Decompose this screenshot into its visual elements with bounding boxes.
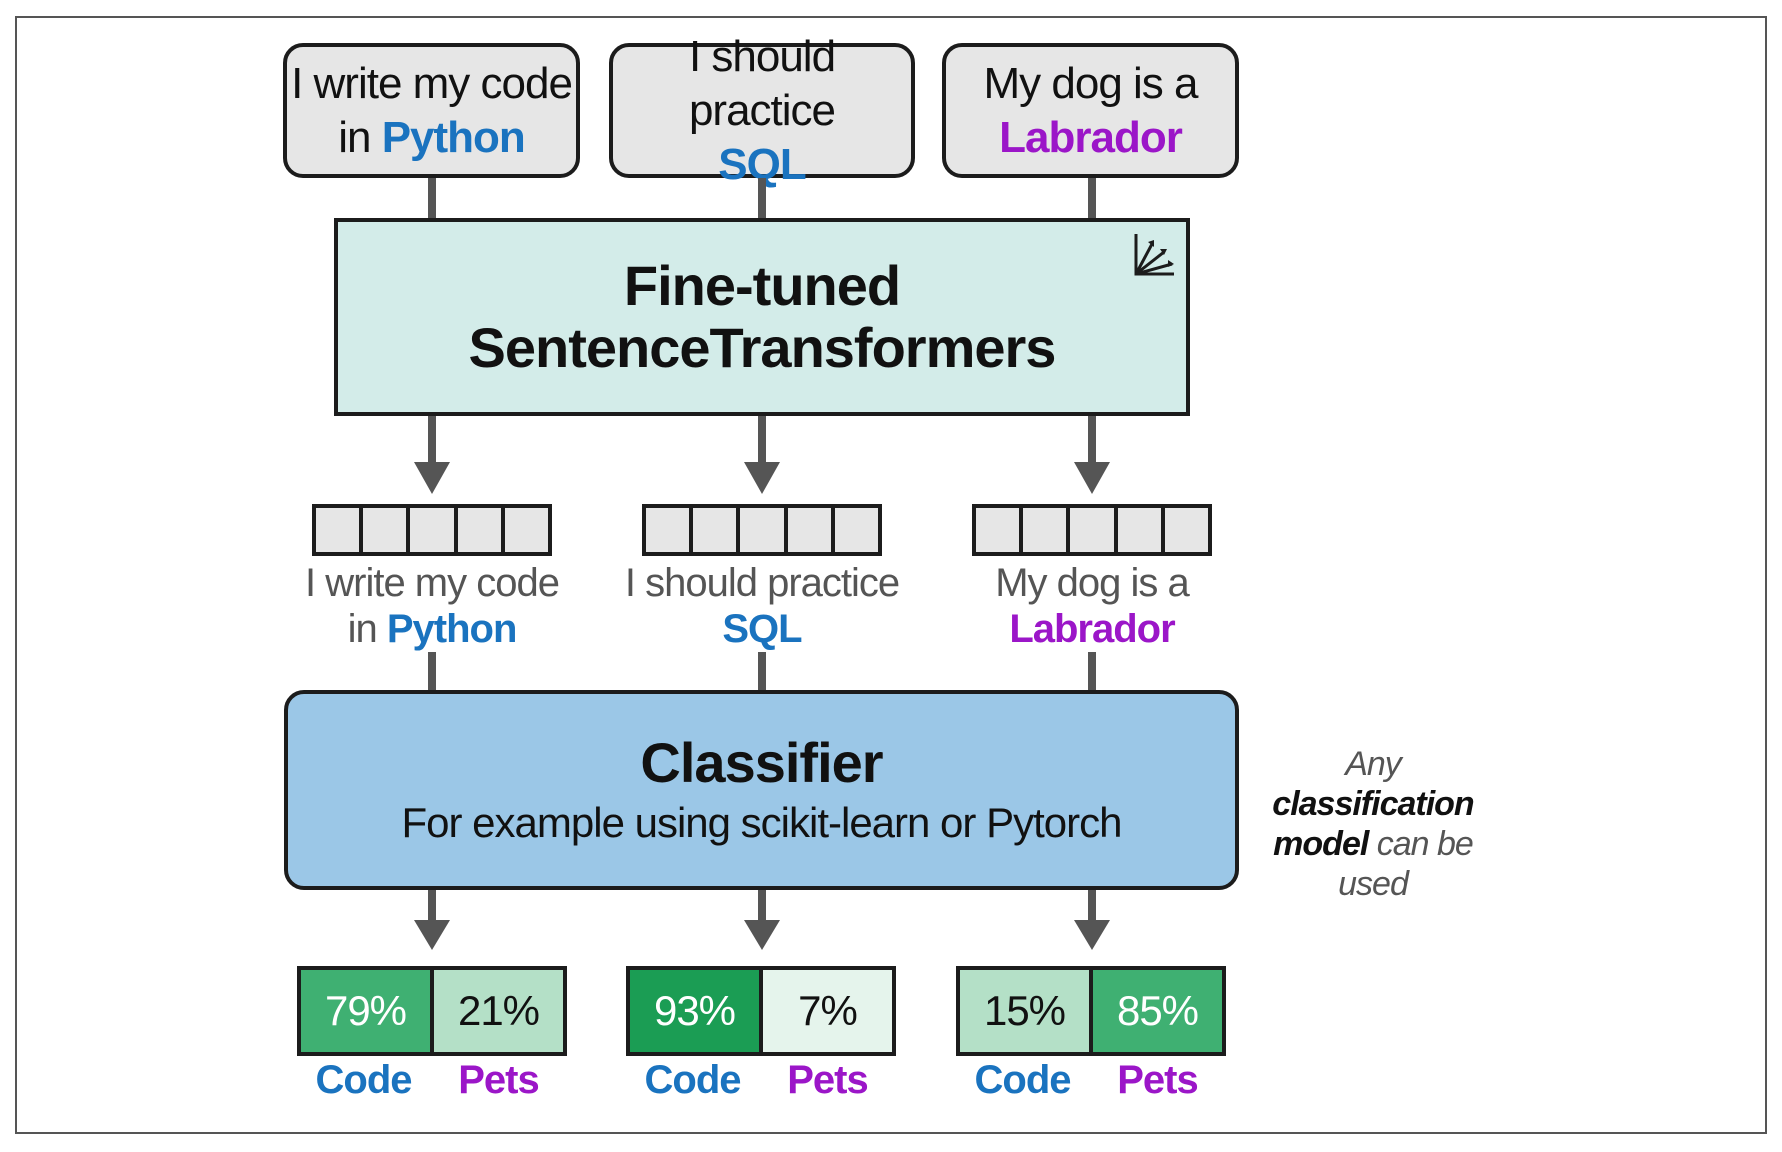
class-label-pets: Pets [1117, 1058, 1199, 1102]
side-note-bold: model [1273, 825, 1369, 863]
embedding-cell [458, 508, 505, 552]
input-line1: My dog is a [983, 58, 1199, 108]
class-label-code: Code [974, 1058, 1072, 1102]
embedding-cell [693, 508, 741, 552]
side-note-bold: classification [1272, 785, 1474, 823]
embedding-label-line1: I write my code [305, 561, 560, 605]
input-box-labrador: My dog is a Labrador [942, 43, 1239, 178]
embedding-cell [835, 508, 878, 552]
arrow-down-icon [414, 416, 450, 494]
class-label-code: Code [644, 1058, 742, 1102]
classifier-box: Classifier For example using scikit-lear… [284, 690, 1239, 890]
embedding-label-labrador: My dog is a Labrador [942, 560, 1242, 652]
keyword-python: Python [381, 112, 526, 162]
output-probabilities-python: 79% 21% [297, 966, 567, 1056]
side-note: Any classification model can be used [1272, 745, 1474, 903]
input-box-sql: I should practice SQL [609, 32, 915, 189]
pets-probability: 7% [763, 970, 892, 1052]
embedding-label-line1: My dog is a [995, 561, 1190, 605]
input-line1: I should practice [688, 31, 836, 135]
model-title-line1: Fine-tuned [623, 254, 901, 317]
arrow-down-icon [744, 416, 780, 494]
embedding-cell [1023, 508, 1071, 552]
class-label-pets: Pets [787, 1058, 869, 1102]
connector-line [758, 178, 766, 218]
embedding-label-line1: I should practice [624, 561, 900, 605]
input-line2: in Python [338, 112, 526, 162]
arrow-down-icon [744, 890, 780, 950]
arrow-down-icon [1074, 890, 1110, 950]
embedding-label-line2: in Python [347, 607, 518, 651]
connector-line [758, 652, 766, 690]
connector-line [1088, 178, 1096, 218]
embedding-label-python: I write my code in Python [282, 560, 582, 652]
model-title-line2: SentenceTransformers [468, 316, 1057, 379]
connector-line [428, 178, 436, 218]
keyword-labrador: Labrador [1009, 607, 1175, 651]
input-line1: I write my code [291, 58, 573, 108]
sentence-transformer-model: Fine-tuned SentenceTransformers [334, 218, 1190, 416]
code-probability: 93% [630, 970, 763, 1052]
output-probabilities-sql: 93% 7% [626, 966, 896, 1056]
class-label-code: Code [315, 1058, 413, 1102]
axes-embedding-icon [1134, 234, 1174, 276]
keyword-labrador: Labrador [999, 112, 1183, 162]
code-probability: 79% [301, 970, 434, 1052]
embedding-cell [1165, 508, 1208, 552]
embedding-cell [505, 508, 548, 552]
embedding-vector-python [312, 504, 552, 556]
embedding-label-line2: Labrador [1009, 606, 1175, 652]
embedding-vector-labrador [972, 504, 1212, 556]
keyword-python: Python [386, 607, 518, 651]
arrow-down-icon [414, 890, 450, 950]
embedding-cell [976, 508, 1024, 552]
classifier-title: Classifier [640, 731, 883, 794]
classifier-subtitle: For example using scikit-learn or Pytorc… [401, 799, 1123, 846]
arrow-down-icon [1074, 416, 1110, 494]
embedding-vector-sql [642, 504, 882, 556]
embedding-cell [740, 508, 788, 552]
connector-line [428, 652, 436, 690]
embedding-cell [788, 508, 835, 552]
class-label-pets: Pets [458, 1058, 540, 1102]
input-line2: Labrador [999, 111, 1183, 165]
embedding-label-sql: I should practice SQL [612, 560, 912, 652]
pets-probability: 85% [1093, 970, 1222, 1052]
code-probability: 15% [960, 970, 1093, 1052]
output-probabilities-labrador: 15% 85% [956, 966, 1226, 1056]
embedding-cell [363, 508, 411, 552]
pets-probability: 21% [434, 970, 563, 1052]
embedding-cell [1118, 508, 1165, 552]
embedding-cell [646, 508, 694, 552]
keyword-sql: SQL [722, 607, 802, 651]
embedding-cell [316, 508, 364, 552]
embedding-cell [410, 508, 458, 552]
figure-frame [15, 16, 1767, 1134]
connector-line [1088, 652, 1096, 690]
embedding-label-line2: SQL [722, 606, 802, 652]
input-box-python: I write my code in Python [283, 43, 580, 178]
embedding-cell [1070, 508, 1118, 552]
